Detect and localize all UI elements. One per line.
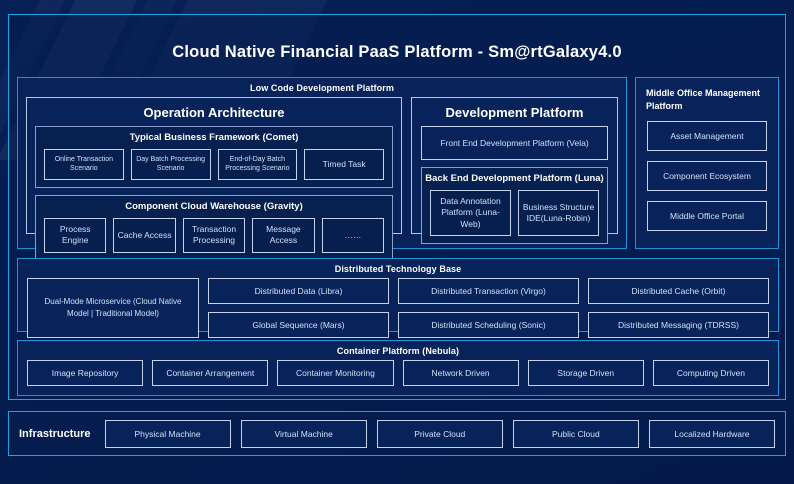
group-title: Component Cloud Warehouse (Gravity) <box>125 200 303 212</box>
group-typical-business-framework: Typical Business Framework (Comet) Onlin… <box>35 126 393 188</box>
subpanel-operation-architecture: Operation Architecture Typical Business … <box>26 97 402 261</box>
low-code-title: Low Code Development Platform <box>250 83 394 93</box>
chip-container-arrangement[interactable]: Container Arrangement <box>152 360 269 386</box>
dtb-column: Distributed Data (Libra) Global Sequence… <box>208 278 389 338</box>
subpanel-development-platform: Development Platform Front End Developme… <box>411 97 618 245</box>
chip-front-end-development-platform[interactable]: Front End Development Platform (Vela) <box>421 126 608 160</box>
chip-row: Process Engine Cache Access Transaction … <box>36 217 392 253</box>
chip-distributed-data[interactable]: Distributed Data (Libra) <box>208 278 389 304</box>
chip-timed-task[interactable]: Timed Task <box>304 149 384 180</box>
chip-row: Data Annotation Platform (Luna-Web) Busi… <box>422 190 607 237</box>
chip-distributed-transaction[interactable]: Distributed Transaction (Virgo) <box>398 278 579 304</box>
operation-architecture-title: Operation Architecture <box>143 105 285 120</box>
chip-virtual-machine[interactable]: Virtual Machine <box>240 419 367 448</box>
platform-outer-frame: Cloud Native Financial PaaS Platform - S… <box>8 14 786 400</box>
group-component-cloud-warehouse: Component Cloud Warehouse (Gravity) Proc… <box>35 194 393 261</box>
chip-public-cloud[interactable]: Public Cloud <box>512 419 639 448</box>
chip-data-annotation-platform[interactable]: Data Annotation Platform (Luna-Web) <box>430 190 511 237</box>
container-platform-items: Image Repository Container Arrangement C… <box>18 360 778 395</box>
group-back-end-development-platform: Back End Development Platform (Luna) Dat… <box>421 167 608 245</box>
chip-business-structure-ide[interactable]: Business Structure IDE(Luna-Robin) <box>518 190 599 237</box>
chip-global-sequence[interactable]: Global Sequence (Mars) <box>208 312 389 338</box>
panel-container-platform: Container Platform (Nebula) Image Reposi… <box>17 340 779 396</box>
chip-distributed-scheduling[interactable]: Distributed Scheduling (Sonic) <box>398 312 579 338</box>
chip-network-driven[interactable]: Network Driven <box>402 360 519 386</box>
panel-distributed-technology-base: Distributed Technology Base Dual-Mode Mi… <box>17 258 779 338</box>
middle-office-title: Middle Office Management Platform <box>646 88 761 112</box>
group-title: Back End Development Platform (Luna) <box>425 173 604 184</box>
chip-row: Online Transaction Scenario Day Batch Pr… <box>36 149 392 180</box>
chip-message-access[interactable]: Message Access <box>252 217 315 253</box>
panel-middle-office-management-platform: Middle Office Management Platform Asset … <box>635 77 779 249</box>
chip-distributed-cache[interactable]: Distributed Cache (Orbit) <box>588 278 769 304</box>
chip-storage-driven[interactable]: Storage Driven <box>527 360 644 386</box>
chip-container-monitoring[interactable]: Container Monitoring <box>277 360 394 386</box>
chip-day-batch-processing-scenario[interactable]: Day Batch Processing Scenario <box>130 149 211 180</box>
dtb-column: Distributed Cache (Orbit) Distributed Me… <box>588 278 769 338</box>
panel-infrastructure: Infrastructure Physical Machine Virtual … <box>8 411 786 456</box>
chip-asset-management[interactable]: Asset Management <box>647 121 767 152</box>
group-title: Typical Business Framework (Comet) <box>129 132 299 143</box>
development-platform-title: Development Platform <box>445 105 584 120</box>
chip-more-ellipsis[interactable]: …… <box>321 217 385 253</box>
chip-cache-access[interactable]: Cache Access <box>113 217 176 253</box>
middle-office-items: Asset Management Component Ecosystem Mid… <box>636 113 778 241</box>
chip-computing-driven[interactable]: Computing Driven <box>652 360 770 386</box>
chip-process-engine[interactable]: Process Engine <box>44 217 107 253</box>
chip-online-transaction-scenario[interactable]: Online Transaction Scenario <box>44 149 124 180</box>
page-title: Cloud Native Financial PaaS Platform - S… <box>172 43 622 61</box>
chip-distributed-messaging[interactable]: Distributed Messaging (TDRSS) <box>588 312 769 338</box>
chip-component-ecosystem[interactable]: Component Ecosystem <box>647 161 767 192</box>
chip-image-repository[interactable]: Image Repository <box>27 360 144 386</box>
distributed-technology-grid: Distributed Data (Libra) Global Sequence… <box>208 278 769 338</box>
container-platform-title: Container Platform (Nebula) <box>336 346 460 356</box>
infrastructure-label: Infrastructure <box>19 427 91 440</box>
dtb-column: Distributed Transaction (Virgo) Distribu… <box>398 278 579 338</box>
distributed-technology-base-title: Distributed Technology Base <box>334 264 462 274</box>
chip-transaction-processing[interactable]: Transaction Processing <box>182 217 246 253</box>
chip-end-of-day-batch-processing-scenario[interactable]: End-of-Day Batch Processing Scenario <box>217 149 298 180</box>
chip-physical-machine[interactable]: Physical Machine <box>104 419 231 448</box>
panel-low-code-development-platform: Low Code Development Platform Operation … <box>17 77 627 261</box>
chip-dual-mode-microservice[interactable]: Dual-Mode Microservice (Cloud Native Mod… <box>27 278 199 338</box>
chip-localized-hardware[interactable]: Localized Hardware <box>648 419 775 448</box>
chip-private-cloud[interactable]: Private Cloud <box>376 419 503 448</box>
chip-middle-office-portal[interactable]: Middle Office Portal <box>647 201 767 232</box>
